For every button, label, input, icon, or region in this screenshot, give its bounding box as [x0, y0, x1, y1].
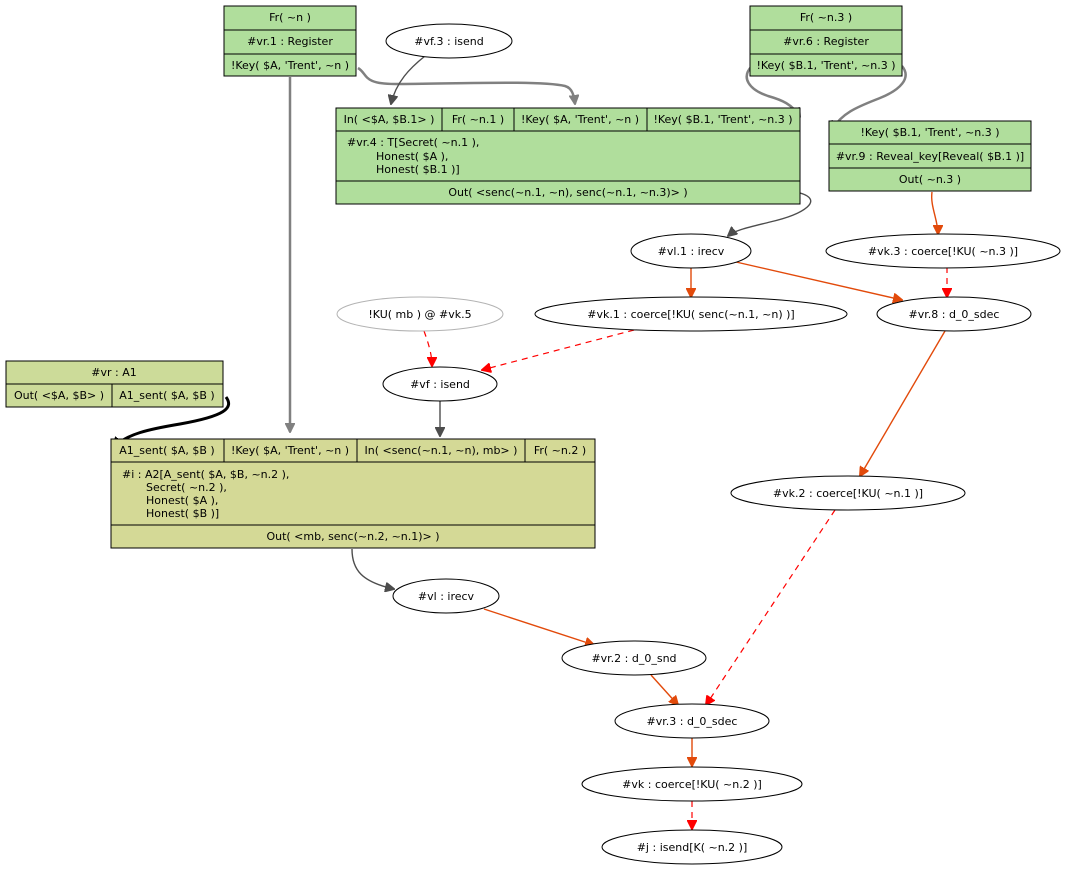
rule-i-premise-3: Fr( ~n.2 )	[534, 444, 586, 457]
node-vk: #vk : coerce[!KU( ~n.2 )]	[581, 766, 803, 802]
rule-vr1-premise: Fr( ~n )	[269, 11, 311, 24]
edge-a1sent-to-i	[114, 396, 231, 448]
node-vl1: #vl.1 : irecv	[630, 233, 752, 269]
node-vf3-label: #vf.3 : isend	[414, 35, 484, 48]
rule-i-label-2: Honest( $A ),	[146, 494, 218, 507]
node-vr2: #vr.2 : d_0_snd	[561, 640, 707, 676]
rule-i-a2-box	[110, 438, 596, 549]
node-vr8: #vr.8 : d_0_sdec	[876, 296, 1032, 332]
node-vr8-label: #vr.8 : d_0_sdec	[909, 308, 1000, 321]
node-vk2-label: #vk.2 : coerce[!KU( ~n.1 )]	[773, 487, 923, 500]
node-ku-mb-label: !KU( mb ) @ #vk.5	[368, 308, 471, 321]
rule-vr4-label-0: #vr.4 : T[Secret( ~n.1 ),	[347, 136, 479, 149]
node-vf-label: #vf : isend	[410, 378, 470, 391]
rule-vr1-box	[223, 5, 357, 77]
node-vr2-label: #vr.2 : d_0_snd	[591, 652, 676, 665]
edge-vk2-to-vr3	[706, 509, 836, 705]
rule-vr4-premise-2: !Key( $A, 'Trent', ~n )	[521, 113, 639, 126]
node-vk-label: #vk : coerce[!KU( ~n.2 )]	[622, 778, 762, 791]
rule-vr9: !Key( $B.1, 'Trent', ~n.3 ) #vr.9 : Reve…	[828, 120, 1032, 192]
node-vk3-label: #vk.3 : coerce[!KU( ~n.3 )]	[868, 245, 1018, 258]
rule-vr6-conclusion: !Key( $B.1, 'Trent', ~n.3 )	[756, 59, 895, 72]
edge-vl1-to-vr8	[735, 261, 902, 300]
rule-vr4-box	[335, 107, 801, 205]
rule-vr-a1: #vr : A1 Out( <$A, $B> ) A1_sent( $A, $B…	[5, 360, 224, 408]
edge-vf3-to-vr4	[391, 55, 426, 104]
edge-vr9-to-vk3	[930, 191, 938, 234]
rule-i-premise-0: A1_sent( $A, $B )	[119, 444, 214, 457]
edge-i-to-vl	[351, 548, 394, 589]
node-j: #j : isend[K( ~n.2 )]	[601, 829, 783, 865]
node-j-label: #j : isend[K( ~n.2 )]	[637, 841, 748, 854]
rule-vr1: Fr( ~n ) #vr.1 : Register !Key( $A, 'Tre…	[223, 5, 357, 77]
rule-vr-a1-conclusion-0: Out( <$A, $B> )	[14, 389, 104, 402]
edge-kumb-to-vf	[423, 330, 432, 366]
rule-vr6-box	[749, 5, 903, 77]
rule-vr9-box	[828, 120, 1032, 192]
node-ku-mb: !KU( mb ) @ #vk.5	[336, 296, 504, 332]
ellipse-nodes: #vf.3 : isend #vl.1 : irecv #vk.3 : coer…	[336, 23, 1061, 865]
rule-vr6-label: #vr.6 : Register	[783, 35, 869, 48]
node-vl-label: #vl : irecv	[418, 590, 475, 603]
rule-i-label-3: Honest( $B )]	[146, 507, 219, 520]
rule-vr4-premise-3: !Key( $B.1, 'Trent', ~n.3 )	[653, 113, 792, 126]
edge-vr2-to-vr3	[650, 674, 678, 705]
edge-vr8-to-vk2	[860, 330, 946, 476]
rule-vr9-premise: !Key( $B.1, 'Trent', ~n.3 )	[860, 126, 999, 139]
node-vk1-label: #vk.1 : coerce[!KU( senc(~n.1, ~n) )]	[587, 308, 794, 321]
edge-key-n-to-vr4	[357, 66, 575, 104]
node-vl1-label: #vl.1 : irecv	[658, 245, 725, 258]
rule-i-label-1: Secret( ~n.2 ),	[146, 481, 227, 494]
edge-vr4-to-vl1	[728, 192, 812, 236]
rule-vr-a1-conclusion-1: A1_sent( $A, $B )	[119, 389, 214, 402]
edge-vk1-to-vf	[482, 329, 635, 370]
node-vr3: #vr.3 : d_0_sdec	[614, 703, 770, 739]
node-vf3: #vf.3 : isend	[385, 23, 513, 59]
rule-i-premise-1: !Key( $A, 'Trent', ~n )	[231, 444, 349, 457]
rule-vr6: Fr( ~n.3 ) #vr.6 : Register !Key( $B.1, …	[749, 5, 903, 77]
rule-vr4-premise-0: In( <$A, $B.1> )	[344, 113, 435, 126]
rule-i-a2: A1_sent( $A, $B ) !Key( $A, 'Trent', ~n …	[110, 438, 596, 549]
edge-key-n3-to-vr9	[830, 65, 907, 130]
node-vk2: #vk.2 : coerce[!KU( ~n.1 )]	[730, 475, 966, 511]
node-vf: #vf : isend	[382, 366, 498, 402]
rule-vr9-conclusion: Out( ~n.3 )	[899, 173, 961, 186]
rule-vr4: In( <$A, $B.1> ) Fr( ~n.1 ) !Key( $A, 'T…	[335, 107, 801, 205]
node-vr3-label: #vr.3 : d_0_sdec	[647, 715, 738, 728]
rule-vr4-premise-1: Fr( ~n.1 )	[452, 113, 504, 126]
rule-i-premise-2: In( <senc(~n.1, ~n), mb> )	[365, 444, 518, 457]
node-vk3: #vk.3 : coerce[!KU( ~n.3 )]	[825, 233, 1061, 269]
rule-vr6-premise: Fr( ~n.3 )	[800, 11, 852, 24]
rule-vr4-label-1: Honest( $A ),	[376, 150, 448, 163]
rule-i-label-0: #i : A2[A_sent( $A, $B, ~n.2 ),	[122, 468, 289, 481]
rule-vr-a1-label: #vr : A1	[91, 366, 136, 379]
rule-i-conclusion: Out( <mb, senc(~n.2, ~n.1)> )	[266, 530, 439, 543]
rule-vr1-label: #vr.1 : Register	[247, 35, 333, 48]
rule-vr9-label: #vr.9 : Reveal_key[Reveal( $B.1 )]	[836, 150, 1024, 163]
rule-vr4-conclusion: Out( <senc(~n.1, ~n), senc(~n.1, ~n.3)> …	[448, 186, 687, 199]
rule-vr1-conclusion: !Key( $A, 'Trent', ~n )	[231, 59, 349, 72]
edges	[114, 55, 947, 829]
node-vk1: #vk.1 : coerce[!KU( senc(~n.1, ~n) )]	[534, 296, 848, 332]
rule-vr4-label-2: Honest( $B.1 )]	[376, 163, 460, 176]
edge-vl-to-vr2	[483, 608, 594, 645]
node-vl: #vl : irecv	[392, 578, 500, 614]
